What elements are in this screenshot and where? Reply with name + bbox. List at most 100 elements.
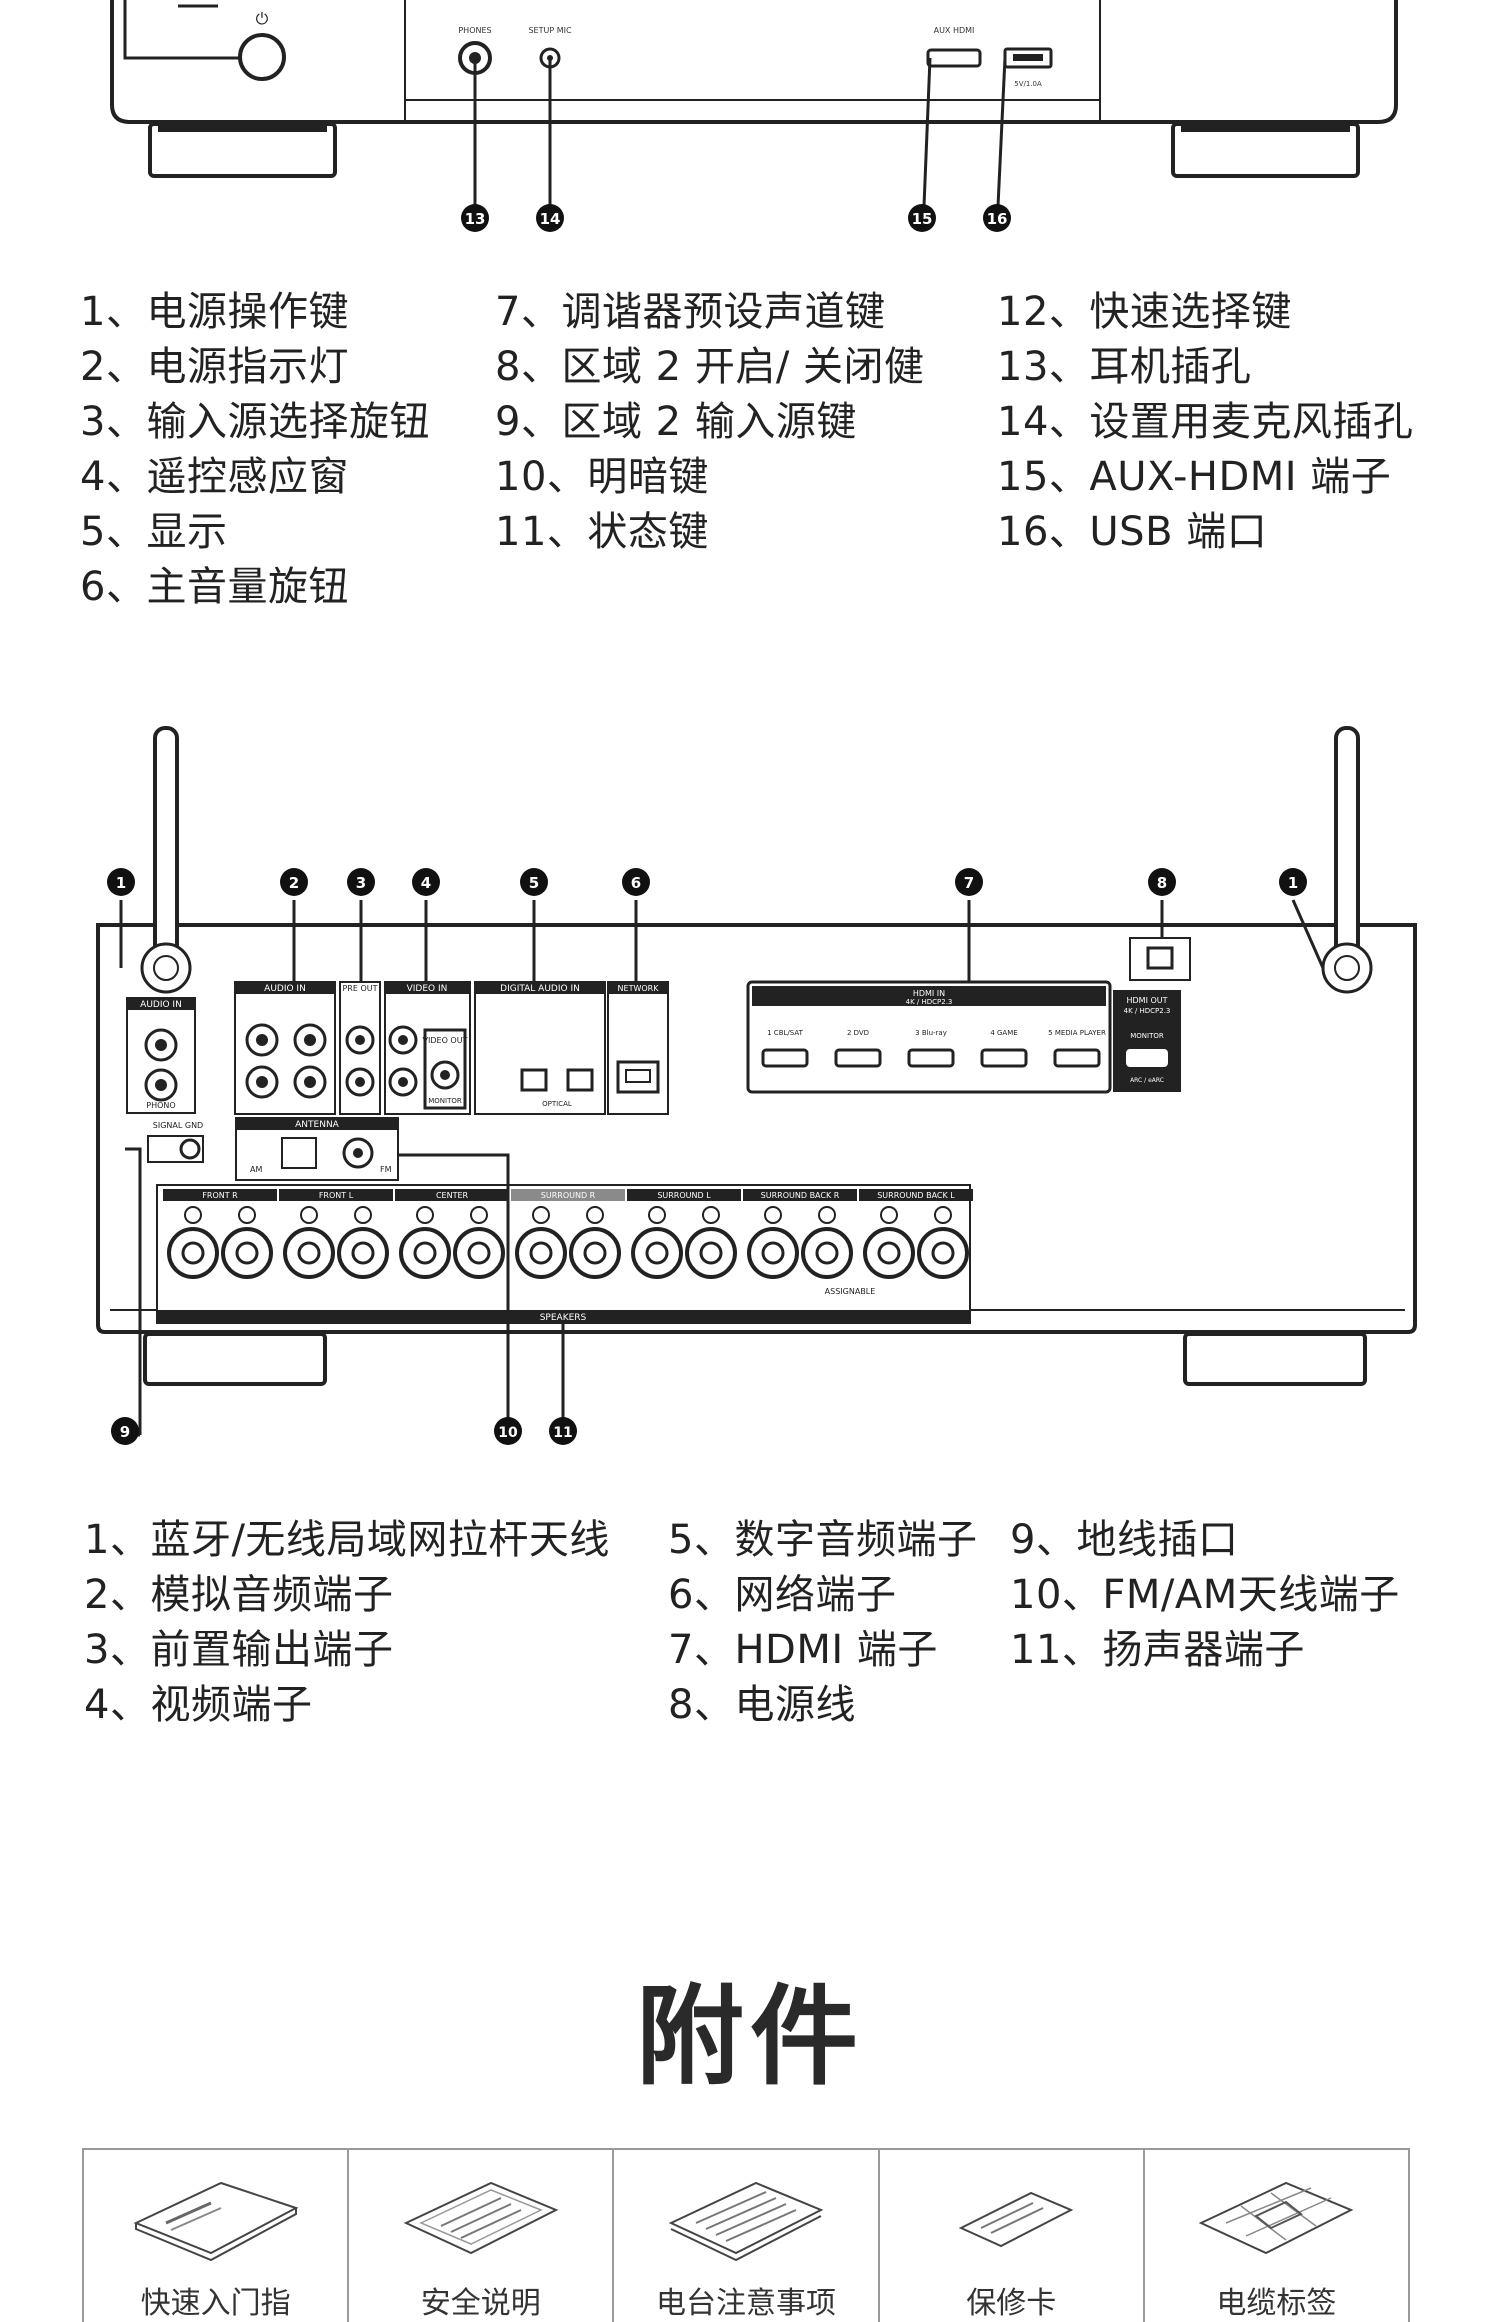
speaker-terminal-group: FRONT R <box>163 1189 277 1279</box>
safety-sheet-icon <box>403 2181 559 2255</box>
booklet-icon <box>133 2181 299 2262</box>
svg-text:7: 7 <box>964 874 974 892</box>
rear-legend-col-3: 9、地线插口 10、FM/AM天线端子 11、扬声器端子 <box>1010 1513 1400 1678</box>
front-panel-diagram: ⏻ PHONES SETUP MIC AUX HDMI 5V/1.0A 13 1… <box>110 0 1398 232</box>
callout-11: 11 <box>549 1417 577 1445</box>
speaker-terminal-group: SURROUND R <box>511 1189 625 1279</box>
phones-jack-label: PHONES <box>458 26 491 35</box>
accessory-label: 电台注意事项 <box>656 2286 836 2321</box>
front-legend-item: 14、设置用麦克风插孔 <box>997 399 1414 445</box>
svg-text:2 DVD: 2 DVD <box>847 1029 869 1037</box>
video-out-label: VIDEO OUT <box>423 1036 468 1045</box>
antenna-label: ANTENNA <box>295 1120 340 1130</box>
front-legend-item: 2、电源指示灯 <box>80 344 349 390</box>
hdmi-input-5: 5 MEDIA PLAYER <box>1048 1029 1106 1068</box>
callout-7: 7 <box>955 868 983 896</box>
svg-text:16: 16 <box>987 210 1008 228</box>
rear-legend-item: 7、HDMI 端子 <box>668 1627 938 1673</box>
callout-10: 10 <box>494 1417 522 1445</box>
speaker-terminal-group: SURROUND BACK R <box>743 1189 857 1279</box>
front-legend-item: 10、明暗键 <box>495 454 709 500</box>
accessory-item: 保修卡 <box>880 2150 1145 2322</box>
speaker-terminal-group: SURROUND L <box>627 1189 741 1279</box>
svg-text:1 CBL/SAT: 1 CBL/SAT <box>767 1029 803 1037</box>
accessory-item: 电缆标签 <box>1145 2150 1408 2322</box>
speaker-group-label: FRONT R <box>202 1191 238 1200</box>
speaker-group-label: SURROUND L <box>657 1191 711 1200</box>
hdmi-out-monitor-label: MONITOR <box>1130 1032 1164 1040</box>
callout-8: 8 <box>1148 868 1176 896</box>
front-legend-col-2: 7、调谐器预设声道键 8、区域 2 开启/ 关闭健 9、区域 2 输入源键 10… <box>495 285 925 560</box>
svg-text:9: 9 <box>120 1423 130 1441</box>
svg-text:5 MEDIA PLAYER: 5 MEDIA PLAYER <box>1048 1029 1106 1037</box>
accessory-item: 安全说明 <box>349 2150 615 2322</box>
callout-4: 4 <box>412 868 440 896</box>
svg-text:5: 5 <box>529 874 539 892</box>
speaker-group-label: FRONT L <box>319 1191 354 1200</box>
front-legend-col-1: 1、电源操作键 2、电源指示灯 3、输入源选择旋钮 4、遥控感应窗 5、显示 6… <box>80 285 430 615</box>
rear-legend-item: 2、模拟音频端子 <box>84 1572 394 1618</box>
rear-legend-item: 3、前置输出端子 <box>84 1627 394 1673</box>
front-legend-item: 16、USB 端口 <box>997 509 1268 555</box>
speaker-terminal-group: SURROUND BACK L <box>859 1189 973 1279</box>
rear-legend-item: 8、电源线 <box>668 1682 856 1728</box>
monitor-label: MONITOR <box>428 1097 462 1105</box>
rear-legend-item: 1、蓝牙/无线局域网拉杆天线 <box>84 1517 610 1563</box>
audio-in-label: AUDIO IN <box>140 1000 182 1010</box>
accessories-heading: 附件 <box>635 1975 864 2100</box>
pre-out-label: PRE OUT <box>342 984 377 993</box>
front-legend-item: 6、主音量旋钮 <box>80 564 349 610</box>
rear-legend-col-2: 5、数字音频端子 6、网络端子 7、HDMI 端子 8、电源线 <box>668 1513 977 1733</box>
rear-panel-diagram: AUDIO IN PHONO AUDIO IN PRE OUT VIDEO IN… <box>96 726 1417 1445</box>
svg-text:14: 14 <box>540 210 561 228</box>
rear-legend-col-1: 1、蓝牙/无线局域网拉杆天线 2、模拟音频端子 3、前置输出端子 4、视频端子 <box>84 1513 610 1733</box>
front-legend-item: 11、状态键 <box>495 509 709 555</box>
svg-text:3 Blu-ray: 3 Blu-ray <box>915 1029 947 1037</box>
svg-text:2: 2 <box>289 874 299 892</box>
hdmi-out-label: HDMI OUT <box>1126 996 1167 1005</box>
svg-text:4: 4 <box>421 874 431 892</box>
svg-text:6: 6 <box>631 874 641 892</box>
hdmi-input-4: 4 GAME <box>980 1029 1028 1068</box>
callout-15: 15 <box>908 204 936 232</box>
front-legend-item: 4、遥控感应窗 <box>80 454 349 500</box>
cable-label-icon <box>1199 2181 1354 2255</box>
aux-hdmi-label: AUX HDMI <box>934 26 975 35</box>
callout-13: 13 <box>461 204 489 232</box>
setup-mic-jack-label: SETUP MIC <box>528 26 572 35</box>
front-legend-item: 12、快速选择键 <box>997 289 1292 335</box>
audio-assignable-label: AUDIO IN <box>264 984 306 994</box>
callout-2: 2 <box>280 868 308 896</box>
hdmi-input-2: 2 DVD <box>834 1029 882 1068</box>
usb-port-label: 5V/1.0A <box>1014 80 1042 88</box>
assignable-label: ASSIGNABLE <box>825 1287 876 1296</box>
notice-sheet-icon <box>668 2181 824 2262</box>
network-label: NETWORK <box>618 984 660 993</box>
rear-legend-item: 11、扬声器端子 <box>1010 1627 1305 1673</box>
front-legend-item: 8、区域 2 开启/ 关闭健 <box>495 344 925 390</box>
arc-label: ARC / eARC <box>1130 1077 1164 1084</box>
signal-gnd-label: SIGNAL GND <box>153 1121 203 1130</box>
front-legend-item: 1、电源操作键 <box>80 289 349 335</box>
rear-legend-item: 5、数字音频端子 <box>668 1517 978 1563</box>
hdmi-input-1: 1 CBL/SAT <box>761 1029 809 1068</box>
optical-label: OPTICAL <box>542 1100 572 1108</box>
callout-14: 14 <box>536 204 564 232</box>
hdmi-out-sublabel: 4K / HDCP2.3 <box>1124 1007 1171 1015</box>
phono-label: PHONO <box>146 1101 175 1110</box>
svg-text:11: 11 <box>553 1425 572 1441</box>
svg-text:8: 8 <box>1157 874 1167 892</box>
svg-text:13: 13 <box>465 210 486 228</box>
accessory-label: 保修卡 <box>966 2286 1057 2321</box>
speakers-label: SPEAKERS <box>540 1313 587 1323</box>
front-legend-col-3: 12、快速选择键 13、耳机插孔 14、设置用麦克风插孔 15、AUX-HDMI… <box>997 285 1413 560</box>
accessory-label: 电缆标签 <box>1216 2286 1337 2321</box>
callout-16: 16 <box>983 204 1011 232</box>
antenna-left-icon <box>140 726 192 994</box>
accessory-label: 安全说明 <box>420 2286 541 2321</box>
callout-1-right: 1 <box>1279 868 1307 896</box>
hdmi-in-sublabel: 4K / HDCP2.3 <box>906 998 953 1006</box>
digital-audio-label: DIGITAL AUDIO IN <box>500 984 580 994</box>
front-legend-item: 3、输入源选择旋钮 <box>80 399 430 445</box>
accessory-label: 快速入门指 <box>140 2286 291 2321</box>
